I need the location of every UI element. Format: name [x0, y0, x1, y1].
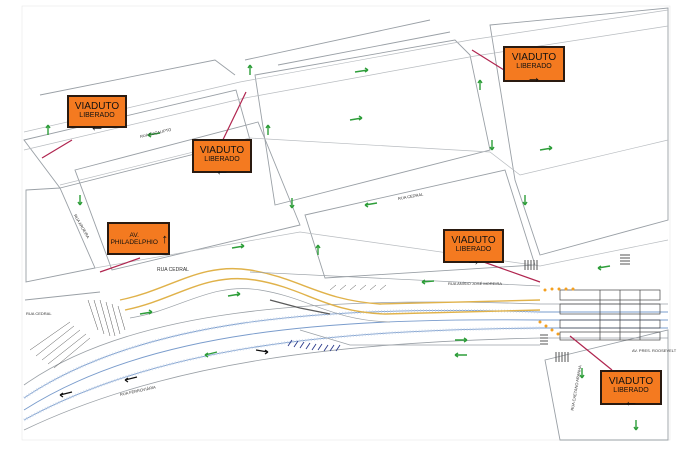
block-edge	[277, 31, 451, 66]
block	[74, 121, 301, 271]
av-philadelphio-sign: AV. PHILADELPHIO ↑	[107, 222, 170, 255]
leader-line	[99, 257, 141, 273]
leader-line	[471, 49, 505, 71]
street-label-rua-cedral: RUA CEDRAL	[26, 311, 52, 316]
sign-subtitle: LIBERADO	[516, 63, 552, 70]
viaduto-liberado-sign: VIADUTO LIBERADO ←	[600, 370, 662, 410]
sign-subtitle: LIBERADO	[79, 112, 115, 119]
slope-hatching	[29, 284, 387, 369]
station-platforms	[559, 289, 661, 341]
block	[489, 7, 669, 256]
sign-title: VIADUTO	[451, 235, 496, 246]
leader-line	[569, 335, 613, 371]
block-edge	[24, 291, 101, 301]
city-blocks	[23, 7, 669, 441]
sign-subtitle: LIBERADO	[204, 156, 240, 163]
arrow-right-icon: →	[466, 252, 481, 269]
viaduto-liberado-sign: VIADUTO LIBERADO →	[443, 229, 504, 268]
sign-title: VIADUTO	[511, 52, 557, 63]
arrow-left-icon: ←	[89, 118, 105, 135]
black-direction-arrows	[59, 349, 269, 398]
viaduto-liberado-sign: VIADUTO LIBERADO →	[503, 46, 565, 86]
block	[254, 39, 491, 206]
sign-title: VIADUTO	[608, 376, 654, 387]
street-outlines	[23, 9, 669, 269]
crosswalks	[524, 254, 630, 362]
sign-title: AV. PHILADELPHIO	[110, 231, 158, 246]
blue-hatch	[287, 339, 341, 352]
arrow-left-icon: ←	[623, 393, 639, 410]
traffic-direction-arrows	[45, 64, 639, 431]
sign-subtitle: LIBERADO	[455, 246, 492, 253]
leader-line	[477, 259, 541, 283]
leader-line	[41, 139, 73, 159]
block-edge	[39, 59, 236, 96]
sign-title: VIADUTO	[199, 145, 245, 156]
viaduct	[119, 268, 541, 346]
block-edge	[244, 19, 431, 61]
street-label-rua-anisio: RUA ANÍSIO JOSÉ MOREIRA	[448, 281, 503, 286]
arrow-left-icon: ←	[214, 162, 230, 179]
sign-subtitle: LIBERADO	[613, 387, 649, 394]
arrow-up-icon: ↑	[161, 231, 169, 246]
street-label-rua-cedral: RUA CEDRAL	[157, 267, 189, 273]
viaduto-liberado-sign: VIADUTO LIBERADO ←	[192, 139, 252, 178]
traffic-cones	[538, 287, 575, 336]
viaduto-liberado-sign: VIADUTO LIBERADO ←	[67, 95, 127, 134]
street-label-av-pres: AV. PRES. ROOSEVELT	[632, 348, 677, 353]
arrow-right-icon: →	[526, 69, 542, 86]
sign-title: VIADUTO	[74, 101, 120, 112]
